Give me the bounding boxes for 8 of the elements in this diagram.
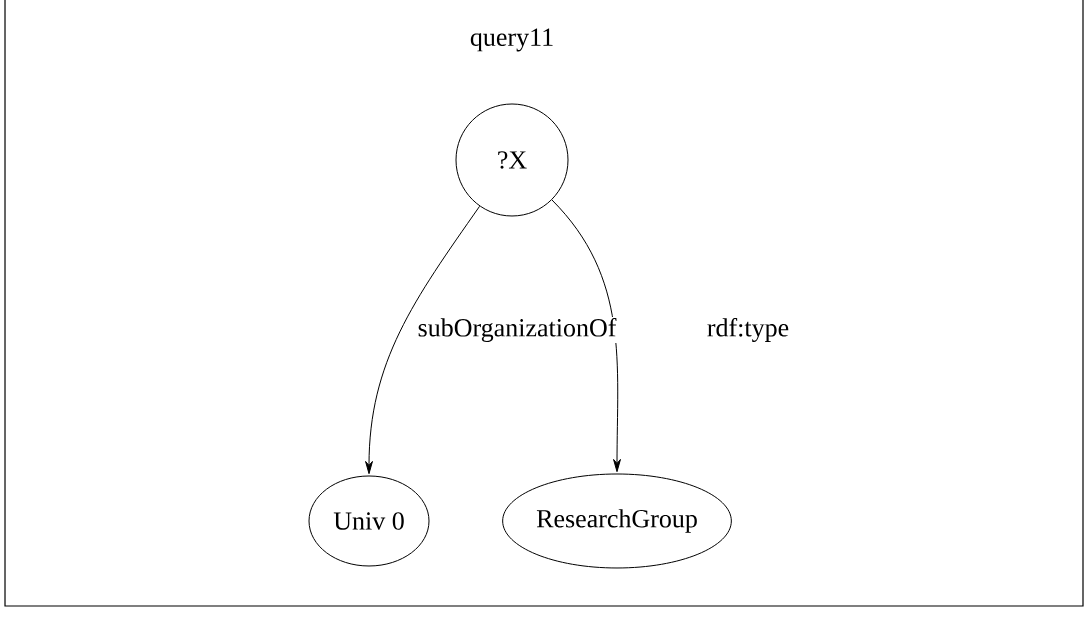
ellipse-node: Univ 0	[308, 475, 430, 567]
edge-label: subOrganizationOf	[416, 317, 618, 343]
ellipse-node: ?X	[455, 103, 569, 217]
arrow	[551, 199, 621, 473]
arrow	[365, 205, 481, 475]
graph-title: query11	[470, 28, 553, 52]
edge-label: rdf:type	[705, 317, 791, 343]
ellipse-node: ResearchGroup	[502, 473, 732, 569]
